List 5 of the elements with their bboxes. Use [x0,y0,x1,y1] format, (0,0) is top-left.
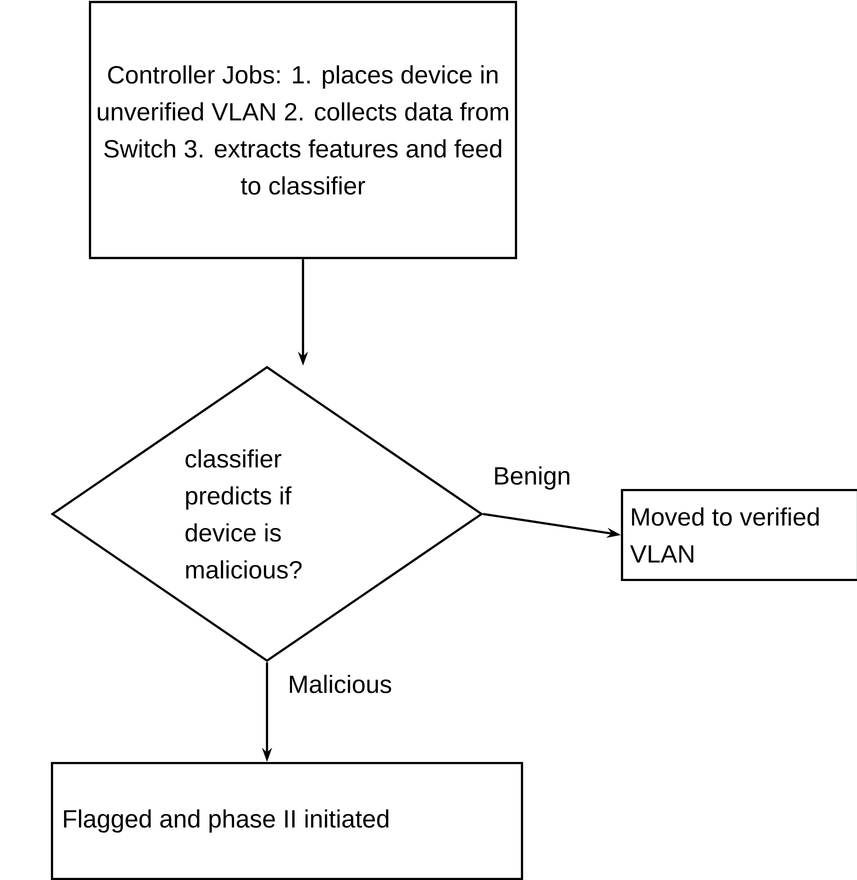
process-box: Flagged and phase II initiated [50,762,524,880]
edge-label: Benign [492,465,572,491]
process-box: Controller Jobs: 1. places device in unverified VLAN 2. collects data from Switch 3. extracts features and feed to classifier [88,0,518,260]
edge-label: Malicious [286,674,394,694]
process-box: Moved to verified VLAN [620,488,857,582]
